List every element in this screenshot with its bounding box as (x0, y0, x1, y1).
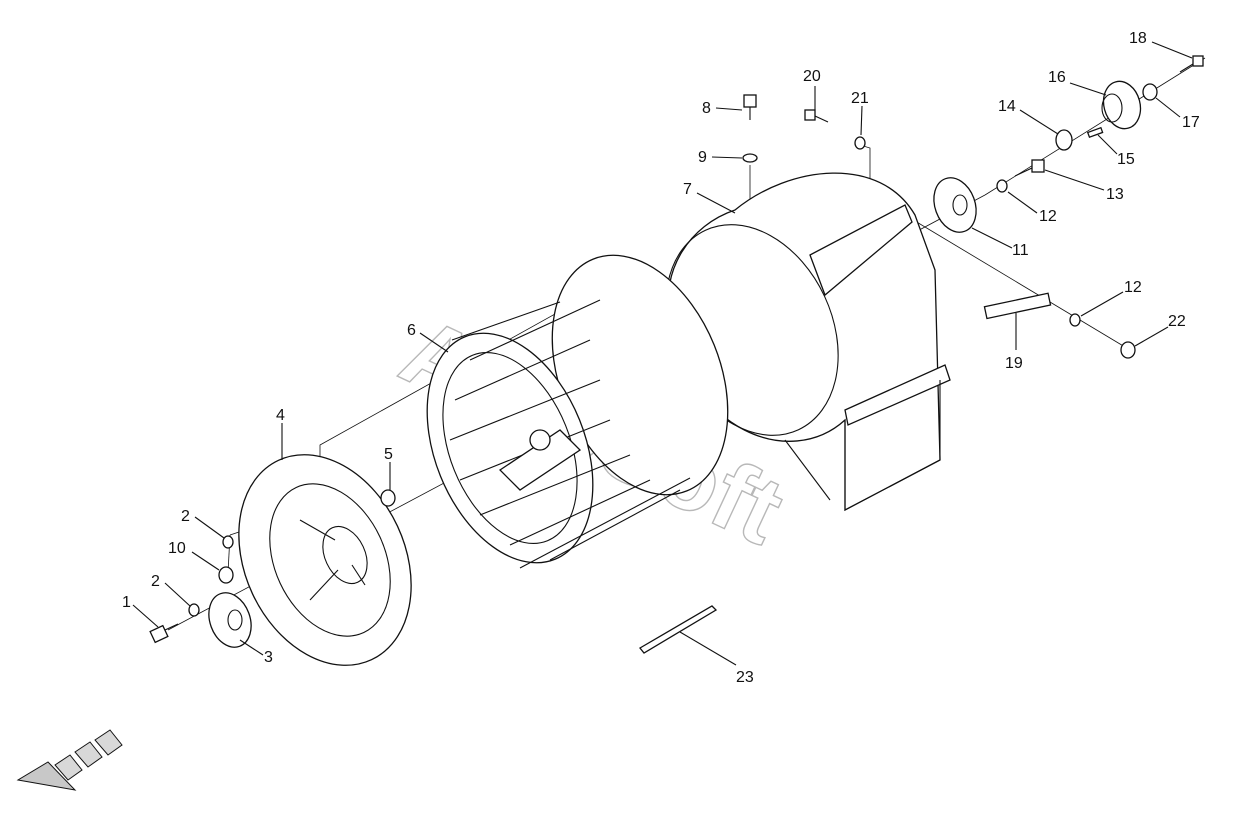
callout-20: 20 (803, 68, 821, 85)
callout-10: 10 (168, 540, 186, 557)
callout-12b: 12 (1124, 279, 1142, 296)
callout-22: 22 (1168, 313, 1186, 330)
callout-7: 7 (683, 181, 692, 198)
callout-5: 5 (384, 446, 393, 463)
bolt-part-13 (1014, 159, 1045, 177)
bolt-part-18 (1179, 55, 1204, 73)
callout-19: 19 (1005, 355, 1023, 372)
callout-11: 11 (1012, 242, 1029, 259)
direction-arrow-icon (16, 729, 123, 791)
callout-14: 14 (998, 98, 1016, 115)
fan-wheel-part-6 (426, 254, 729, 569)
callout-21: 21 (851, 90, 869, 107)
flange-bearing-part-11 (933, 177, 977, 233)
leader-lines (132, 41, 1193, 666)
callout-8: 8 (702, 100, 711, 117)
housing-part-7 (665, 172, 951, 512)
bolt-part-8 (743, 94, 757, 120)
pulley-part-16 (1101, 80, 1142, 130)
bolt-part-1 (149, 623, 179, 644)
washer-part-17 (1142, 83, 1158, 101)
washer-part-21 (854, 136, 866, 150)
callout-13: 13 (1106, 186, 1124, 203)
washer-part-2a (222, 535, 234, 549)
callout-17: 17 (1182, 114, 1200, 131)
hardware (149, 55, 1204, 654)
callout-18: 18 (1129, 30, 1147, 47)
inlet-plate-part-4 (238, 454, 412, 666)
callout-12a: 12 (1039, 208, 1057, 225)
nut-part-5 (380, 489, 396, 507)
nut-part-22 (1120, 341, 1136, 359)
washer-part-2b (188, 603, 200, 617)
callout-23: 23 (736, 669, 754, 686)
nut-part-10 (218, 566, 234, 584)
washer-part-12a (996, 179, 1008, 193)
callout-labels: 1 2 2 3 4 5 6 7 8 9 10 11 12 12 13 14 15… (122, 30, 1200, 686)
washer-part-9 (742, 153, 758, 163)
flange-bearing-part-3 (208, 592, 252, 648)
snap-ring-part-14 (1055, 129, 1073, 151)
callout-16: 16 (1048, 69, 1066, 86)
strap-part-19 (983, 292, 1052, 320)
callout-6: 6 (407, 322, 416, 339)
key-part-15 (1086, 126, 1104, 139)
callout-2b: 2 (151, 573, 160, 590)
callout-2a: 2 (181, 508, 190, 525)
callout-15: 15 (1117, 151, 1135, 168)
callout-9: 9 (698, 149, 707, 166)
callout-1: 1 (122, 594, 131, 611)
washer-part-12b (1069, 313, 1081, 327)
callout-3: 3 (264, 649, 273, 666)
bolt-part-20 (804, 109, 829, 123)
key-part-23 (639, 605, 718, 654)
callout-4: 4 (276, 407, 285, 424)
